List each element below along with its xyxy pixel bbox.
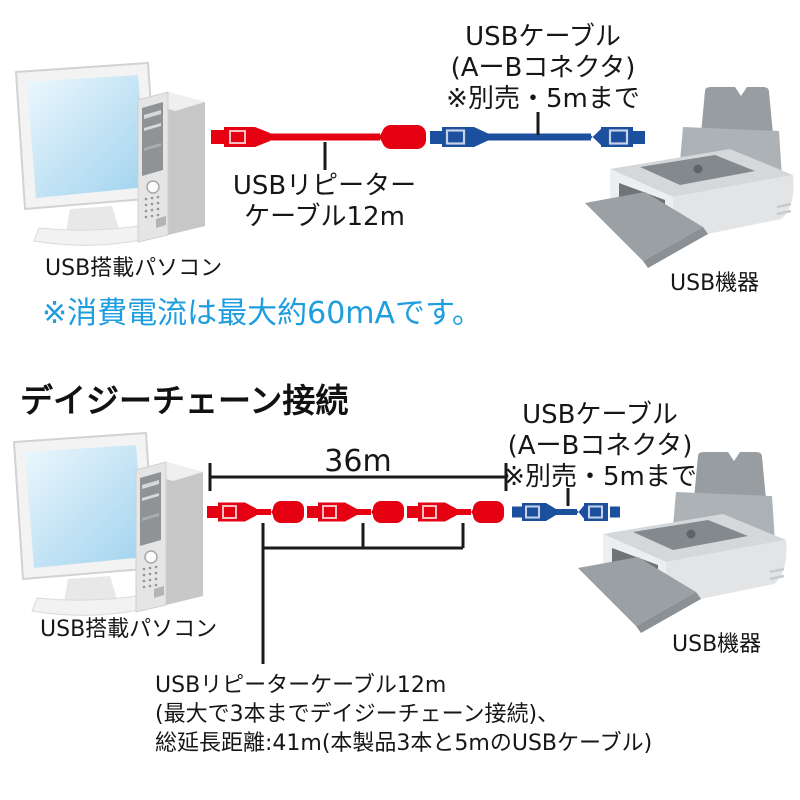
daisy-chain-caption-line: 総延長距離:41m(本製品3本と5mのUSBケーブル)	[155, 731, 653, 756]
usb-cable-label-line: USBケーブル	[465, 22, 621, 52]
usb-cable-label-line: ※別売・5mまで	[503, 462, 697, 493]
repeater-cable-icon	[210, 124, 427, 150]
usb-cable-label-line: ※別売・5mまで	[446, 84, 640, 115]
daisy-chain-caption: USBリピーターケーブル12m (最大で3本までデイジーチェーン接続)、 総延長…	[155, 671, 652, 758]
usb-cable-label-bottom: USBケーブル (AーBコネクタ) ※別売・5mまで	[500, 400, 700, 494]
usb-cable-label-line: USBケーブル	[522, 400, 678, 430]
computer-icon	[15, 62, 206, 247]
daisy-chain-heading: デイジーチェーン接続	[20, 381, 349, 420]
usb-cable-label-top: USBケーブル (AーBコネクタ) ※別売・5mまで	[443, 22, 643, 116]
current-consumption-note: ※消費電流は最大約60mAです。	[42, 296, 483, 331]
repeater-cable-label-line: USBリピーター	[232, 171, 417, 201]
usb-cable-label-line: (AーBコネクタ)	[507, 431, 693, 462]
daisy-bracket-line	[261, 523, 465, 664]
usb-cable-label-line: (AーBコネクタ)	[450, 53, 636, 84]
repeater-cable-unit-2	[306, 500, 405, 524]
pc-label-bottom: USB搭載パソコン	[40, 617, 218, 642]
device-label-top: USB機器	[670, 271, 760, 296]
computer-icon	[13, 432, 204, 617]
dimension-line-36m	[208, 463, 508, 491]
repeater-cable-label: USBリピーター ケーブル12m	[232, 171, 417, 233]
repeater-cable-unit-1	[206, 500, 305, 524]
repeater-cable-unit-3	[406, 500, 505, 524]
daisy-chain-caption-line: (最大で3本までデイジーチェーン接続)、	[155, 702, 560, 727]
daisy-chain-caption-line: USBリピーターケーブル12m	[155, 673, 447, 698]
usb-cable-icon	[511, 502, 621, 522]
device-label-bottom: USB機器	[672, 632, 762, 657]
repeater-cable-label-line: ケーブル12m	[244, 202, 405, 233]
total-length-label: 36m	[324, 444, 392, 479]
pc-label-top: USB搭載パソコン	[45, 256, 223, 281]
